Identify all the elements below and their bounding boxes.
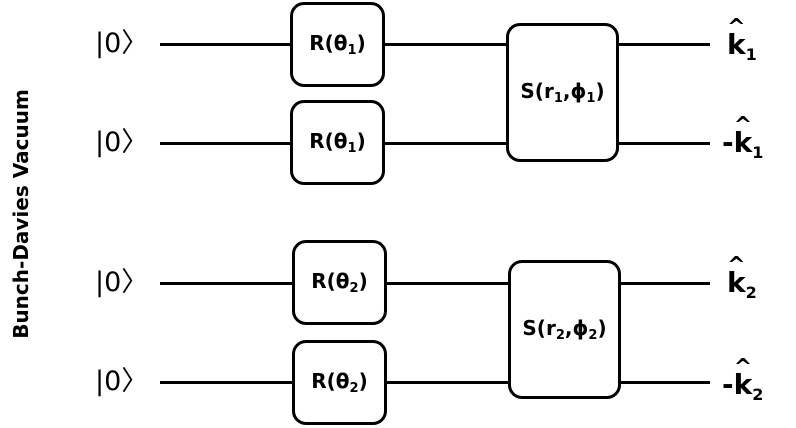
rotation-gate-2b: R(θ2) [292,340,387,425]
wire-2-mid [383,142,508,145]
output-k1: ^k1 [727,15,757,64]
rotation-gate-1b: R(θ1) [290,100,385,185]
rotation-gate-1a: R(θ1) [290,2,385,87]
squeeze-gate-1: S(r1,ϕ1) [506,23,619,162]
output-k2: ^k2 [727,253,757,302]
wire-4-mid [385,381,510,384]
input-ket-3: |0〉 [95,267,149,298]
input-ket-4: |0〉 [95,366,149,397]
wire-1-in [160,43,292,46]
wire-3-out [616,282,710,285]
vacuum-label-container: Bunch-Davies Vacuum [9,0,33,428]
wire-1-mid [383,43,508,46]
wire-3-in [160,282,292,285]
output-minus-k1: -^k1 [722,113,764,162]
wire-2-out [616,142,710,145]
rotation-gate-2a: R(θ2) [292,240,387,325]
wire-4-in [160,381,292,384]
wire-3-mid [385,282,510,285]
input-ket-1: |0〉 [95,28,149,59]
input-ket-2: |0〉 [95,127,149,158]
squeeze-gate-2: S(r2,ϕ2) [508,260,621,399]
wire-2-in [160,142,292,145]
vacuum-label: Bunch-Davies Vacuum [9,89,33,339]
output-minus-k2: -^k2 [722,355,764,404]
wire-4-out [616,381,710,384]
wire-1-out [616,43,710,46]
